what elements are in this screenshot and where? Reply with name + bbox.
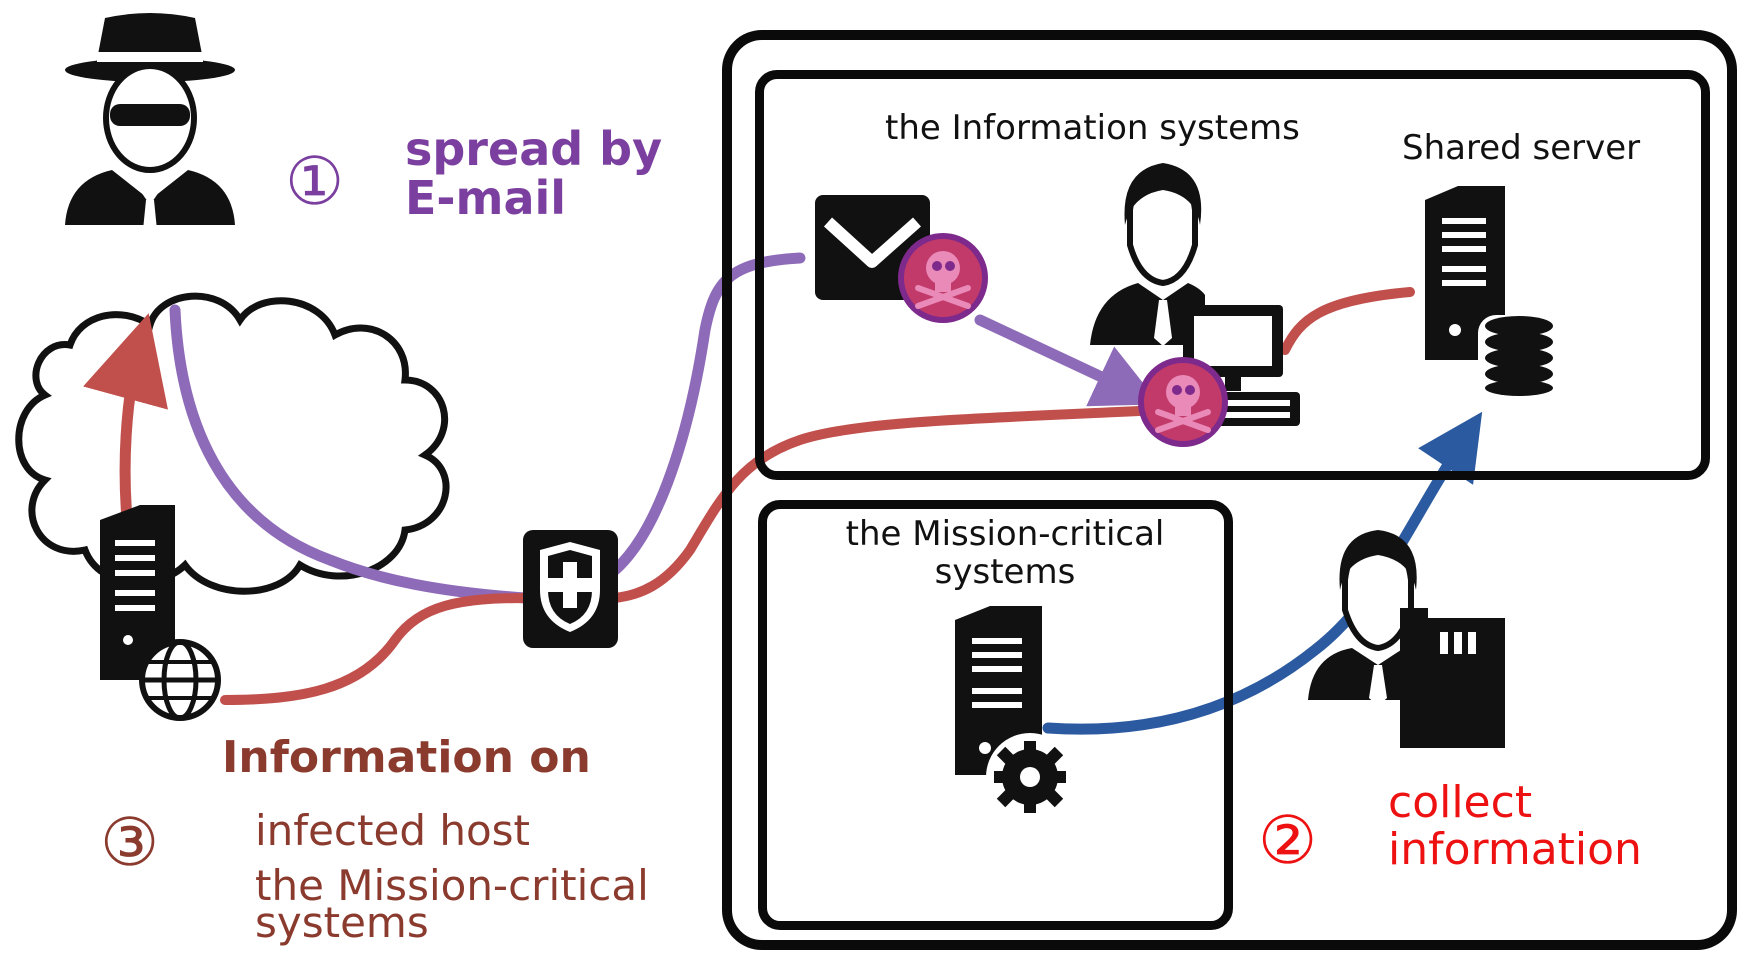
step-1-number: ① [285, 143, 345, 220]
infection-arrow [974, 314, 1160, 407]
desktop-pc-icon [1183, 305, 1283, 391]
malware-skull-icon [1138, 357, 1228, 447]
exfil-to-cloud-arrow [83, 313, 168, 536]
database-icon [1478, 315, 1560, 396]
mission-critical-systems-label: the Mission-critical systems [845, 514, 1165, 593]
keyboard-icon [1210, 392, 1300, 426]
spread-path-internal [609, 252, 806, 576]
employee-icon [1090, 163, 1205, 346]
file-server-icon [1425, 186, 1505, 360]
step-3-item: infected host [255, 806, 530, 855]
step-2-label: collect information [1388, 777, 1642, 875]
cloud-icon [15, 292, 450, 595]
information-systems-label: the Information systems [885, 108, 1300, 148]
shared-server-label: Shared server [1402, 128, 1641, 168]
malware-skull-icon [898, 233, 988, 323]
collect-path [1042, 411, 1483, 735]
exfil-path-outer [220, 593, 530, 705]
organization-network-boundary [722, 30, 1737, 950]
spread-path [169, 304, 531, 604]
c2-server-icon [100, 505, 175, 680]
step-1-label: spread by E-mail [405, 122, 663, 226]
firewall-shield-icon [523, 530, 618, 648]
information-systems-zone [755, 70, 1710, 480]
step-3-number: ③ [100, 804, 160, 881]
storage-card-icon [1400, 608, 1505, 748]
step-2-number: ② [1258, 802, 1318, 879]
mission-critical-server-icon [955, 606, 1042, 775]
gear-icon [986, 733, 1074, 821]
attacker-icon [65, 13, 235, 250]
mission-critical-systems-zone [758, 500, 1233, 930]
step-3-item: the Mission-critical systems [255, 861, 649, 947]
globe-icon [139, 639, 221, 721]
operator-icon [1308, 530, 1430, 706]
step-3-title: Information on [222, 732, 591, 783]
exfil-path-shared [1280, 287, 1415, 355]
exfil-path [610, 405, 1165, 603]
